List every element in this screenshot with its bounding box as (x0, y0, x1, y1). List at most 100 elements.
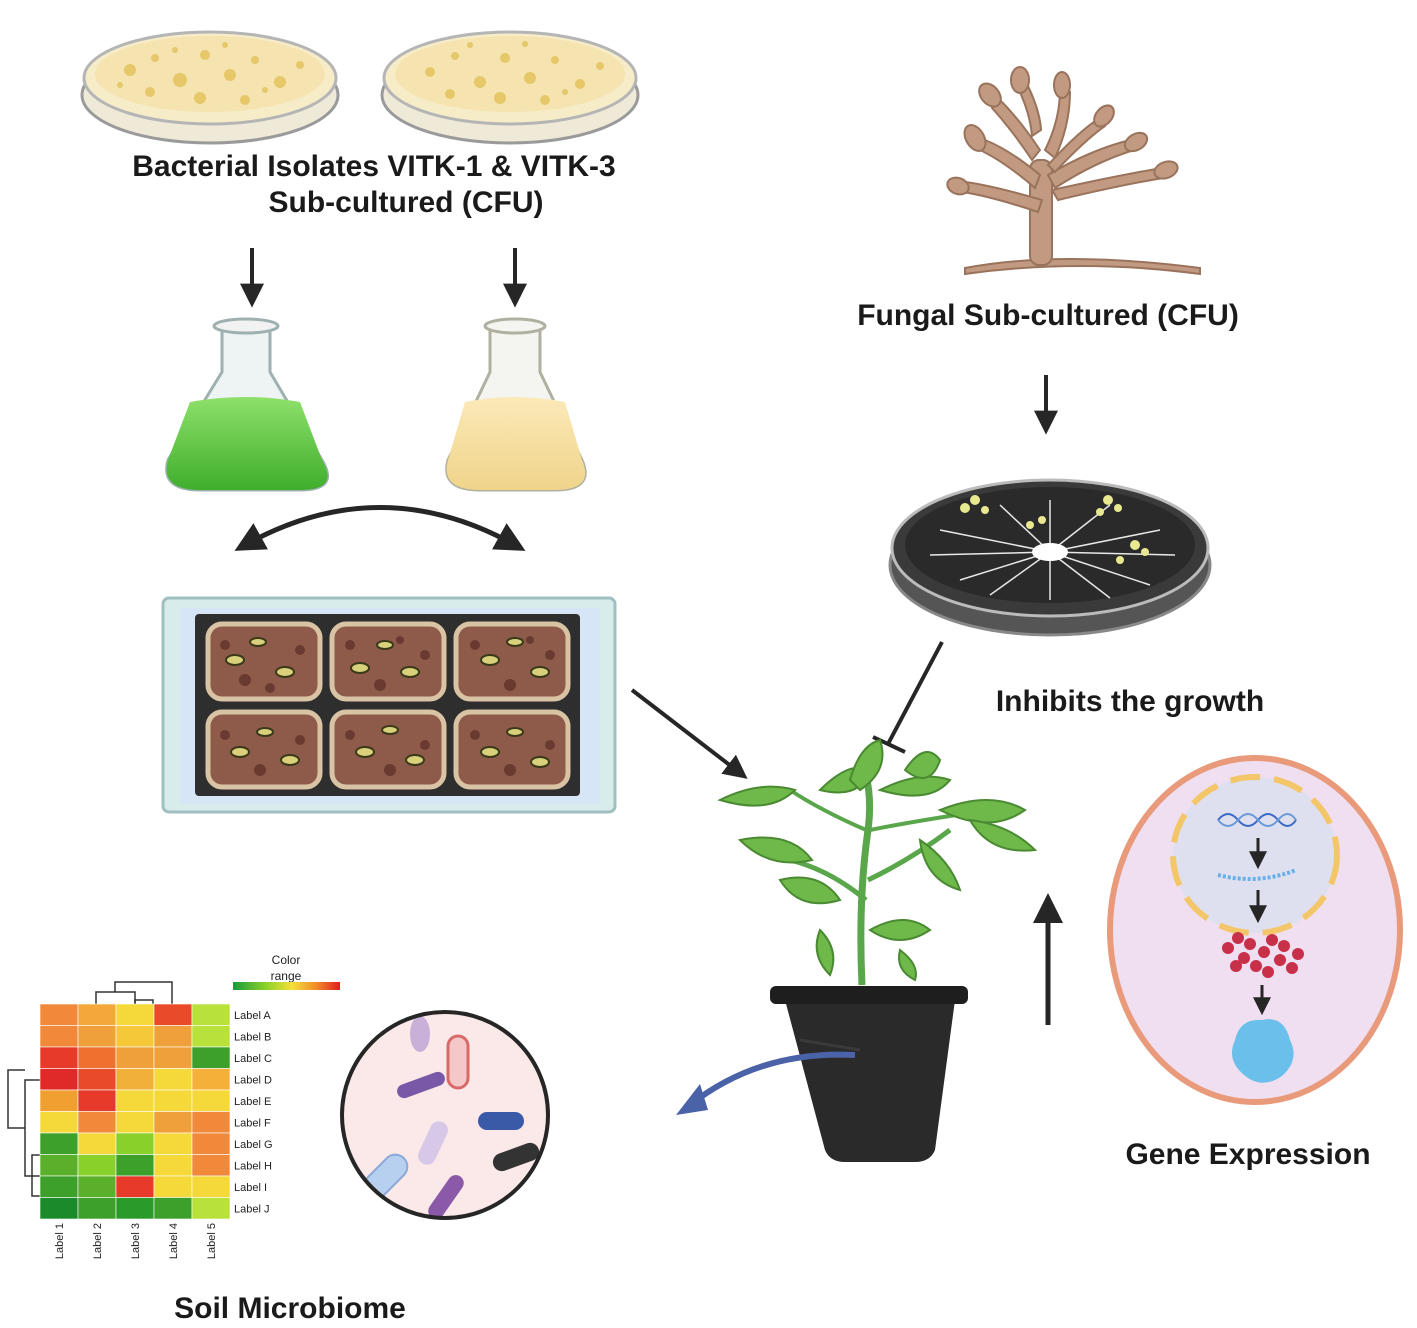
heatmap-cell (191, 1025, 231, 1048)
heatmap-cell (77, 1132, 117, 1155)
heatmap-grid (39, 1003, 231, 1220)
heatmap-col-labels: Label 1 Label 2 Label 3 Label 4 Label 5 (54, 1223, 218, 1259)
heatmap-cell (115, 1003, 155, 1026)
heatmap-cell (191, 1003, 231, 1026)
gene-expression-label: Gene Expression (1125, 1138, 1370, 1171)
heatmap-row-label: Label I (234, 1182, 267, 1194)
heatmap-cell (191, 1089, 231, 1112)
heatmap-cell (77, 1175, 117, 1198)
column-dendrogram (95, 981, 173, 1004)
heatmap-cell (191, 1111, 231, 1134)
heatmap-cell (39, 1154, 79, 1177)
fungal-culture-dish-icon (888, 478, 1212, 637)
arrow-icon (630, 688, 748, 779)
heatmap-cell (115, 1132, 155, 1155)
heatmap-cell (77, 1046, 117, 1069)
protein-chain-icon (1222, 932, 1304, 978)
heatmap-cell (77, 1003, 117, 1026)
heatmap-cell (153, 1003, 193, 1026)
fungal-label: Fungal Sub-cultured (CFU) (857, 299, 1239, 332)
heatmap-row-label: Label J (234, 1203, 269, 1215)
heatmap-row-label: Label G (234, 1139, 273, 1151)
heatmap-cell (191, 1197, 231, 1220)
heatmap-row-label: Label F (234, 1117, 271, 1129)
heatmap-cell (191, 1068, 231, 1091)
heatmap-cell (39, 1132, 79, 1155)
heatmap-color-legend (233, 982, 340, 990)
tomato-plant-icon (717, 738, 1038, 1162)
fungus-icon (946, 66, 1201, 276)
heatmap-cell (77, 1068, 117, 1091)
cell-gene-expression-icon (1107, 755, 1403, 1105)
heatmap-col-label: Label 4 (168, 1223, 180, 1259)
row-dendrogram (7, 1069, 40, 1197)
heatmap-cell (39, 1111, 79, 1134)
flask-yellow-icon (445, 317, 587, 492)
heatmap-row-label: Label D (234, 1074, 272, 1086)
bacterial-label-line2: Sub-cultured (CFU) (269, 186, 544, 219)
heatmap-row-label: Label B (234, 1031, 271, 1043)
heatmap-cell (77, 1025, 117, 1048)
heatmap-cell (153, 1089, 193, 1112)
heatmap-col-label: Label 2 (92, 1223, 104, 1259)
heatmap-row-label: Label C (234, 1053, 272, 1065)
seed-tray-icon (161, 596, 617, 814)
dna-icon (1217, 813, 1297, 827)
heatmap-cell (115, 1111, 155, 1134)
petri-dish-icon (80, 30, 340, 145)
rna-icon (1217, 868, 1297, 881)
heatmap-row-label: Label H (234, 1160, 272, 1172)
heatmap-cell (115, 1154, 155, 1177)
heatmap-cell (115, 1046, 155, 1069)
soil-microbiome-label: Soil Microbiome (174, 1292, 406, 1325)
heatmap-cell (77, 1197, 117, 1220)
heatmap-cell (153, 1025, 193, 1048)
heatmap-cell (191, 1175, 231, 1198)
folded-protein-icon (1232, 1019, 1294, 1083)
heatmap-legend-title-2: range (271, 969, 302, 983)
inhibition-line (886, 641, 944, 745)
heatmap-cell (77, 1154, 117, 1177)
heatmap-cell (153, 1132, 193, 1155)
heatmap-cell (77, 1111, 117, 1134)
heatmap-cell (39, 1025, 79, 1048)
heatmap-row-label: Label E (234, 1096, 271, 1108)
heatmap-cell (39, 1197, 79, 1220)
heatmap-cell (153, 1175, 193, 1198)
microbiome-circle-icon (340, 1010, 550, 1220)
petri-dish-icon (380, 30, 640, 145)
heatmap-cell (39, 1046, 79, 1069)
heatmap-cell (153, 1197, 193, 1220)
heatmap: Color range Label A Label B Label C Label D… (7, 953, 340, 1259)
heatmap-cell (191, 1132, 231, 1155)
heatmap-cell (153, 1068, 193, 1091)
heatmap-cell (115, 1089, 155, 1112)
heatmap-cell (115, 1197, 155, 1220)
heatmap-cell (153, 1111, 193, 1134)
heatmap-cell (115, 1175, 155, 1198)
heatmap-legend-title-1: Color (272, 953, 301, 967)
heatmap-cell (115, 1025, 155, 1048)
heatmap-col-label: Label 5 (206, 1223, 218, 1259)
heatmap-cell (191, 1046, 231, 1069)
heatmap-cell (191, 1154, 231, 1177)
inhibits-label: Inhibits the growth (996, 685, 1264, 718)
heatmap-cell (39, 1175, 79, 1198)
heatmap-cell (153, 1154, 193, 1177)
heatmap-row-labels: Label A Label B Label C Label D Label E Label… (234, 1010, 273, 1216)
heatmap-row-label: Label A (234, 1010, 271, 1022)
heatmap-col-label: Label 3 (130, 1223, 142, 1259)
flask-green-icon (165, 317, 329, 492)
heatmap-cell (115, 1068, 155, 1091)
heatmap-cell (39, 1068, 79, 1091)
curved-double-arrow-icon (234, 505, 526, 551)
heatmap-cell (77, 1089, 117, 1112)
heatmap-cell (153, 1046, 193, 1069)
bacterial-label-line1: Bacterial Isolates VITK-1 & VITK-3 (132, 150, 616, 183)
arrow-head-blue-icon (676, 1084, 708, 1115)
curved-arrow-blue-icon (688, 1051, 856, 1108)
heatmap-col-label: Label 1 (54, 1223, 66, 1259)
heatmap-cell (39, 1003, 79, 1026)
heatmap-cell (39, 1089, 79, 1112)
